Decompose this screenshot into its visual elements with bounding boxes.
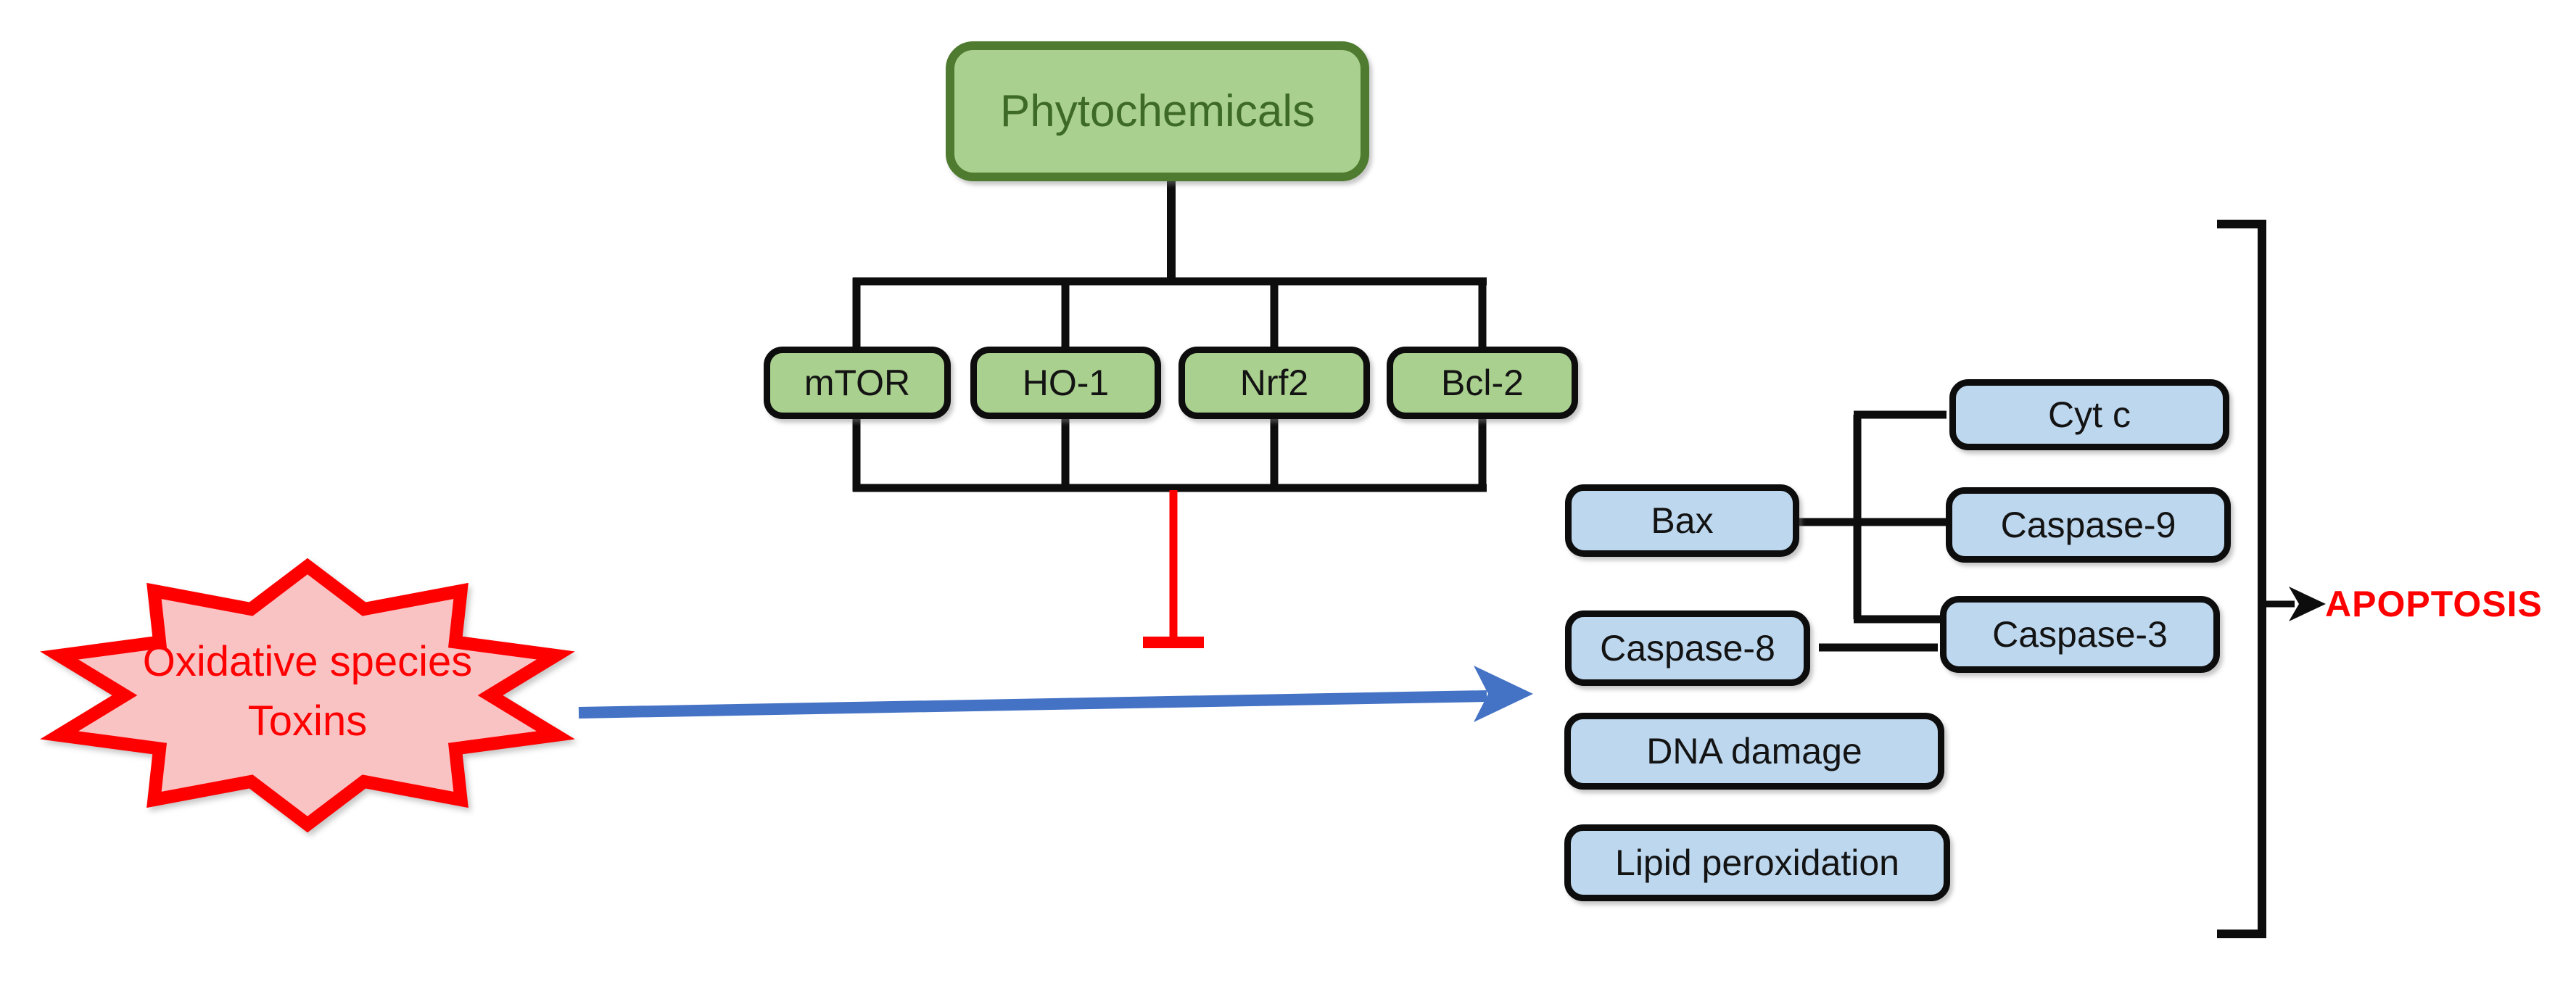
activation-arrow-shaft [578, 690, 1487, 719]
node-bax: Bax [1565, 484, 1799, 557]
node-dna-damage: DNA damage [1564, 713, 1944, 790]
node-cytc: Cyt c [1949, 379, 2229, 450]
oxidative-starburst-label: Oxidative species Toxins [68, 632, 547, 751]
activation-arrow-head [1474, 666, 1533, 722]
burst-line1: Oxidative species [142, 638, 473, 685]
node-caspase8: Caspase-8 [1565, 610, 1810, 686]
node-lipid-peroxidation: Lipid peroxidation [1564, 824, 1950, 901]
apoptosis-arrow-head [2289, 587, 2326, 621]
node-caspase3: Caspase-3 [1940, 596, 2220, 673]
oxidative-starburst-shape [40, 558, 575, 833]
node-bcl2: Bcl-2 [1387, 347, 1578, 419]
apoptosis-label: APOPTOSIS [2325, 584, 2543, 624]
node-caspase9: Caspase-9 [1946, 487, 2231, 563]
burst-line2: Toxins [247, 698, 368, 745]
node-nrf2: Nrf2 [1178, 347, 1370, 419]
node-phytochemicals: Phytochemicals [946, 41, 1369, 181]
apoptosis-bracket [2217, 220, 2266, 938]
node-ho1: HO-1 [970, 347, 1161, 419]
node-mtor: mTOR [764, 347, 951, 419]
